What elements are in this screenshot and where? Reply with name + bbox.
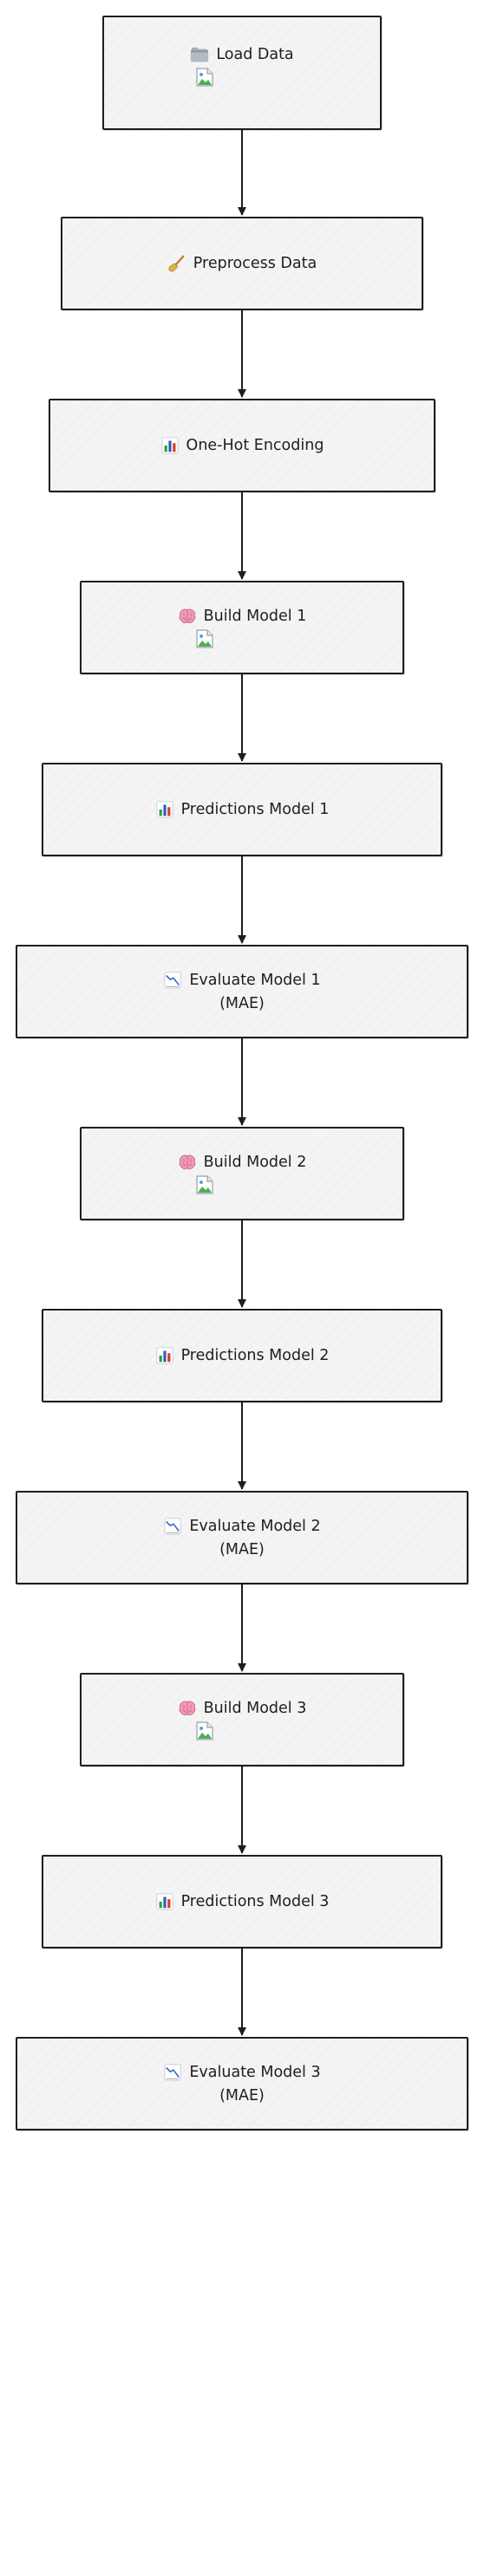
node-predictions-model-1[interactable]: Predictions Model 1 xyxy=(42,763,442,856)
node-sublabel: (MAE) xyxy=(219,995,265,1012)
bar-chart-icon xyxy=(155,801,173,818)
node-load-data[interactable]: Load Data xyxy=(102,16,382,130)
node-sublabel: (MAE) xyxy=(219,2087,265,2104)
broken-image-icon xyxy=(196,1175,213,1194)
node-label: Predictions Model 2 xyxy=(180,1347,330,1364)
node-build-model-3[interactable]: Build Model 3 xyxy=(80,1673,404,1766)
broken-image-icon xyxy=(196,68,213,87)
node-predictions-model-2[interactable]: Predictions Model 2 xyxy=(42,1309,442,1402)
broom-icon xyxy=(168,255,185,272)
bar-chart-icon xyxy=(155,1893,173,1910)
chart-decreasing-icon xyxy=(164,1518,181,1535)
node-label: Evaluate Model 3 xyxy=(189,2064,321,2081)
bar-chart-icon xyxy=(155,1347,173,1364)
bar-chart-icon xyxy=(160,437,179,454)
node-label: Predictions Model 1 xyxy=(180,801,330,818)
folder-icon xyxy=(191,47,209,62)
brain-icon xyxy=(179,1155,196,1169)
brain-icon xyxy=(179,1701,196,1715)
node-evaluate-model-3[interactable]: Evaluate Model 3 (MAE) xyxy=(16,2037,468,2130)
node-evaluate-model-1[interactable]: Evaluate Model 1 (MAE) xyxy=(16,945,468,1038)
node-label: Evaluate Model 1 xyxy=(189,972,321,989)
node-label: Predictions Model 3 xyxy=(180,1893,330,1910)
node-predictions-model-3[interactable]: Predictions Model 3 xyxy=(42,1855,442,1948)
broken-image-icon xyxy=(196,629,213,648)
node-label: Preprocess Data xyxy=(193,255,317,272)
chart-decreasing-icon xyxy=(164,2064,181,2081)
chart-decreasing-icon xyxy=(164,972,181,989)
node-sublabel: (MAE) xyxy=(219,1541,265,1558)
node-build-model-2[interactable]: Build Model 2 xyxy=(80,1127,404,1220)
node-label: Build Model 3 xyxy=(203,1700,307,1717)
broken-image-icon xyxy=(196,1721,213,1740)
node-build-model-1[interactable]: Build Model 1 xyxy=(80,581,404,674)
node-one-hot-encoding[interactable]: One-Hot Encoding xyxy=(49,399,435,492)
brain-icon xyxy=(179,608,196,623)
node-evaluate-model-2[interactable]: Evaluate Model 2 (MAE) xyxy=(16,1491,468,1584)
node-label: Evaluate Model 2 xyxy=(189,1518,321,1535)
node-label: Load Data xyxy=(216,46,294,63)
node-label: One-Hot Encoding xyxy=(186,437,324,454)
node-label: Build Model 2 xyxy=(203,1154,307,1171)
node-preprocess-data[interactable]: Preprocess Data xyxy=(61,217,423,310)
node-label: Build Model 1 xyxy=(203,608,307,625)
